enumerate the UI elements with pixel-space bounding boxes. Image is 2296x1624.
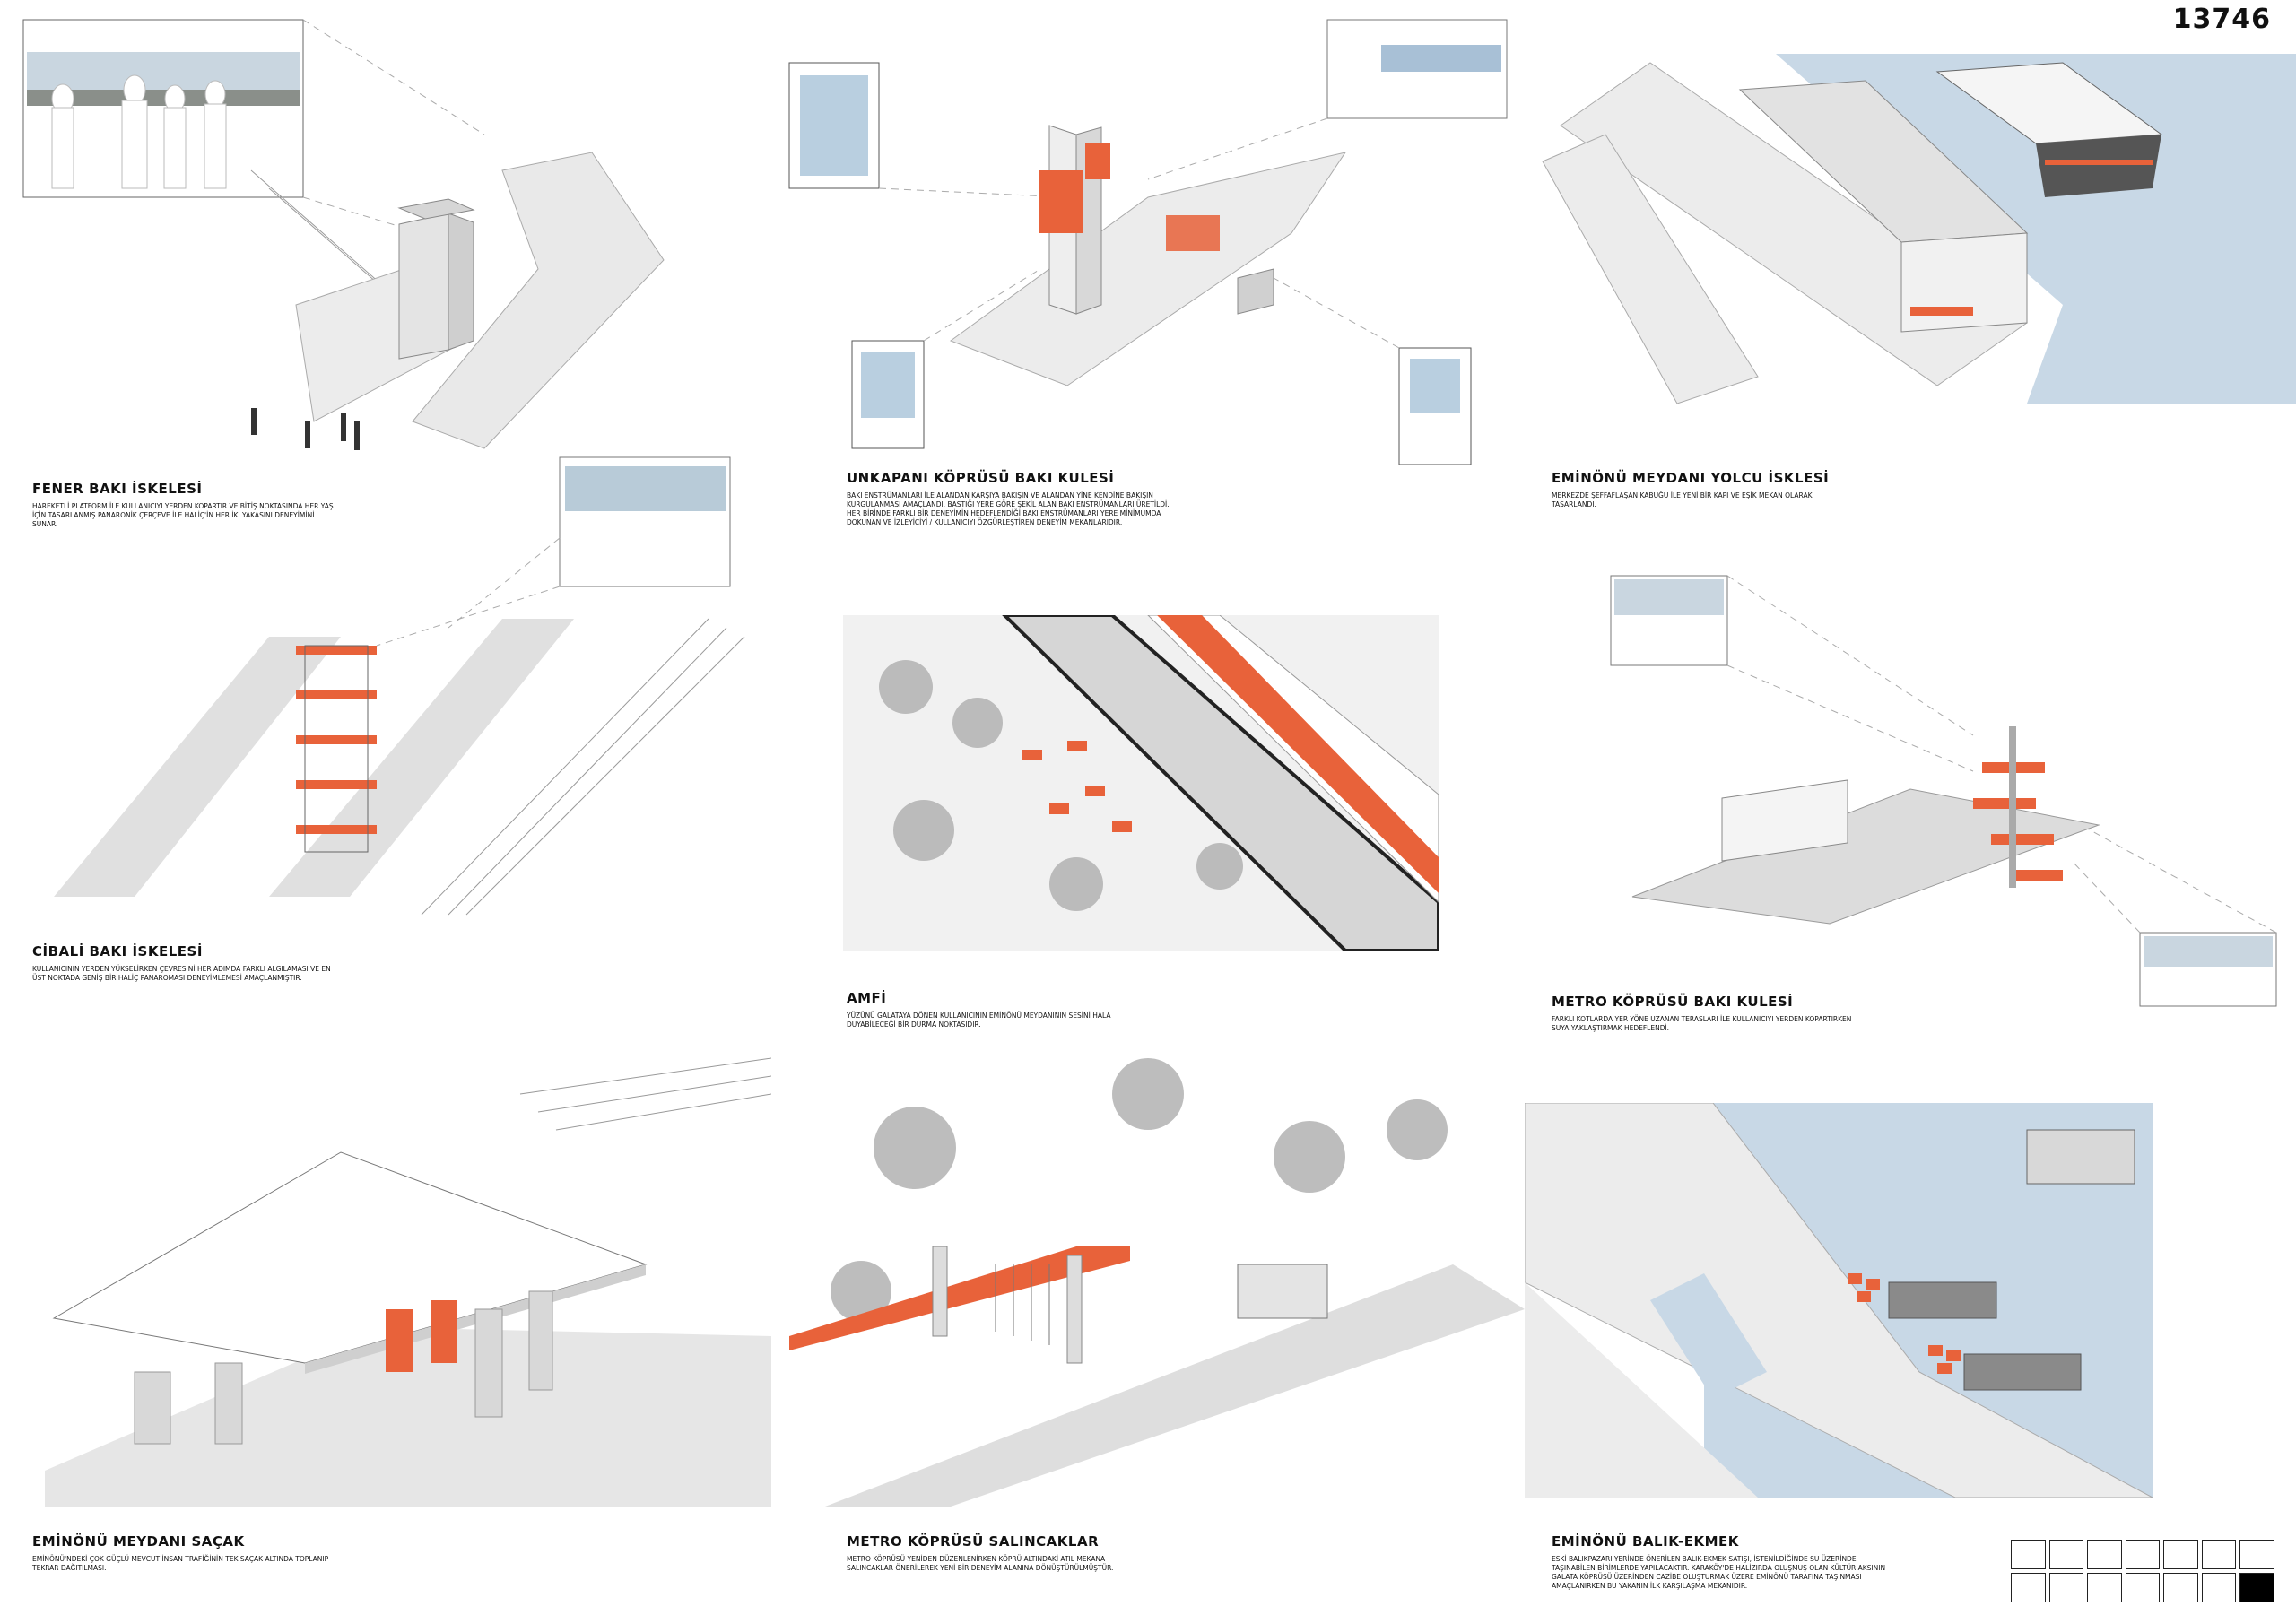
caption-amfi: AMFİ YÜZÜNÜ GALATAYA DÖNEN KULLANICININ … [847,990,1152,1029]
sacak-orange-panel [386,1309,413,1372]
caption-text: MERKEZDE ŞEFFAFLAŞAN KABUĞU İLE YENİ BİR… [1552,491,1813,508]
caption-unkapani: UNKAPANI KÖPRÜSÜ BAKI KULESİ BAKI ENSTRÜ… [847,470,1170,527]
sheet-index-cell [2163,1540,2198,1569]
sheet-index-cell [2011,1573,2046,1602]
sheet-number: 13746 [2172,4,2271,35]
caption-sacak: EMİNÖNÜ MEYDANI SAÇAK EMİNÖNÜ'NDEKİ ÇOK … [32,1533,337,1573]
sheet-index-cell [2239,1573,2274,1602]
caption-text: FARKLI KOTLARDA YER YÖNE UZANAN TERASLAR… [1552,1015,1852,1032]
sheet-index-cell [2125,1573,2161,1602]
panel-balik-ekmek: EMİNÖNÜ BALIK-EKMEK ESKİ BALIKPAZARI YER… [1525,1103,2296,1624]
caption-balik-ekmek: EMİNÖNÜ BALIK-EKMEK ESKİ BALIKPAZARI YER… [1552,1533,1892,1591]
panel-sacak: EMİNÖNÜ MEYDANI SAÇAK EMİNÖNÜ'NDEKİ ÇOK … [0,1040,771,1624]
sheet-index-cell [2087,1573,2122,1602]
caption-text: EMİNÖNÜ'NDEKİ ÇOK GÜÇLÜ MEVCUT İNSAN TRA… [32,1555,329,1572]
cibali-orange-stairs [296,646,377,834]
caption-salincaklar: METRO KÖPRÜSÜ SALINCAKLAR METRO KÖPRÜSÜ … [847,1533,1152,1573]
caption-title: METRO KÖPRÜSÜ BAKI KULESİ [1552,994,1794,1010]
amfi-drawing [843,615,1439,951]
caption-metro-kulesi: METRO KÖPRÜSÜ BAKI KULESİ FARKLI KOTLARD… [1552,994,1857,1033]
sheet-index-cell [2201,1573,2237,1602]
caption-title: CİBALİ BAKI İSKELESİ [32,943,203,960]
caption-title: UNKAPANI KÖPRÜSÜ BAKI KULESİ [847,470,1115,486]
caption-text: ESKİ BALIKPAZARI YERİNDE ÖNERİLEN BALIK-… [1552,1555,1886,1590]
caption-text: METRO KÖPRÜSÜ YENİDEN DÜZENLENİRKEN KÖPR… [847,1555,1114,1572]
sheet-index-cell [2011,1540,2046,1569]
caption-eminonu-yolcu: EMİNÖNÜ MEYDANI YOLCU İSKLESİ MERKEZDE Ş… [1552,470,1857,509]
salincaklar-orange-ramp [789,1246,1130,1350]
caption-title: AMFİ [847,990,887,1006]
caption-text: BAKI ENSTRÜMANLARI İLE ALANDAN KARŞIYA B… [847,491,1170,526]
sheet-index-cell [2201,1540,2237,1569]
caption-title: METRO KÖPRÜSÜ SALINCAKLAR [847,1533,1100,1550]
balik-ekmek-drawing [1525,1103,2152,1498]
unkapani-drawing [788,19,1508,465]
panel-salincaklar: METRO KÖPRÜSÜ SALINCAKLAR METRO KÖPRÜSÜ … [771,1040,1525,1624]
sacak-drawing [45,1057,771,1507]
panel-amfi: AMFİ YÜZÜNÜ GALATAYA DÖNEN KULLANICININ … [843,615,1453,1046]
metro-kulesi-drawing [1610,575,2277,1007]
panel-unkapani: UNKAPANI KÖPRÜSÜ BAKI KULESİ BAKI ENSTRÜ… [771,0,1525,574]
caption-cibali: CİBALİ BAKI İSKELESİ KULLANICININ YERDEN… [32,943,337,983]
caption-text: YÜZÜNÜ GALATAYA DÖNEN KULLANICININ EMİNÖ… [847,1012,1111,1029]
caption-title: EMİNÖNÜ BALIK-EKMEK [1552,1533,1739,1550]
sheet-index-cell [2048,1540,2084,1569]
caption-fener: FENER BAKI İSKELESİ HAREKETLİ PLATFORM İ… [32,481,337,529]
caption-text: HAREKETLİ PLATFORM İLE KULLANICIYI YERDE… [32,502,334,528]
fener-drawing [22,19,665,450]
panel-eminonu-yolcu: EMİNÖNÜ MEYDANI YOLCU İSKLESİ MERKEZDE Ş… [1525,54,2296,556]
caption-title: EMİNÖNÜ MEYDANI SAÇAK [32,1533,245,1550]
unkapani-orange-tower [1039,170,1083,233]
eminonu-yolcu-drawing [1542,54,2296,404]
panel-metro-kulesi: METRO KÖPRÜSÜ BAKI KULESİ FARKLI KOTLARD… [1525,556,2296,1040]
salincaklar-drawing [789,1058,1525,1507]
panel-fener: FENER BAKI İSKELESİ HAREKETLİ PLATFORM İ… [0,0,753,538]
sheet-index-cell [2163,1573,2198,1602]
sheet-index-cell [2087,1540,2122,1569]
panel-cibali: CİBALİ BAKI İSKELESİ KULLANICININ YERDEN… [0,448,771,1004]
sheet-index-grid [2011,1540,2274,1602]
balik-ekmek-orange-units [1848,1273,1961,1374]
caption-title: EMİNÖNÜ MEYDANI YOLCU İSKLESİ [1552,470,1830,486]
amfi-orange-wall [1157,615,1439,893]
caption-title: FENER BAKI İSKELESİ [32,481,203,497]
cibali-drawing [54,456,745,916]
sheet-index-cell [2125,1540,2161,1569]
sheet-index-cell [2048,1573,2084,1602]
caption-text: KULLANICININ YERDEN YÜKSELİRKEN ÇEVRESİN… [32,965,331,982]
sheet-index-cell [2239,1540,2274,1569]
